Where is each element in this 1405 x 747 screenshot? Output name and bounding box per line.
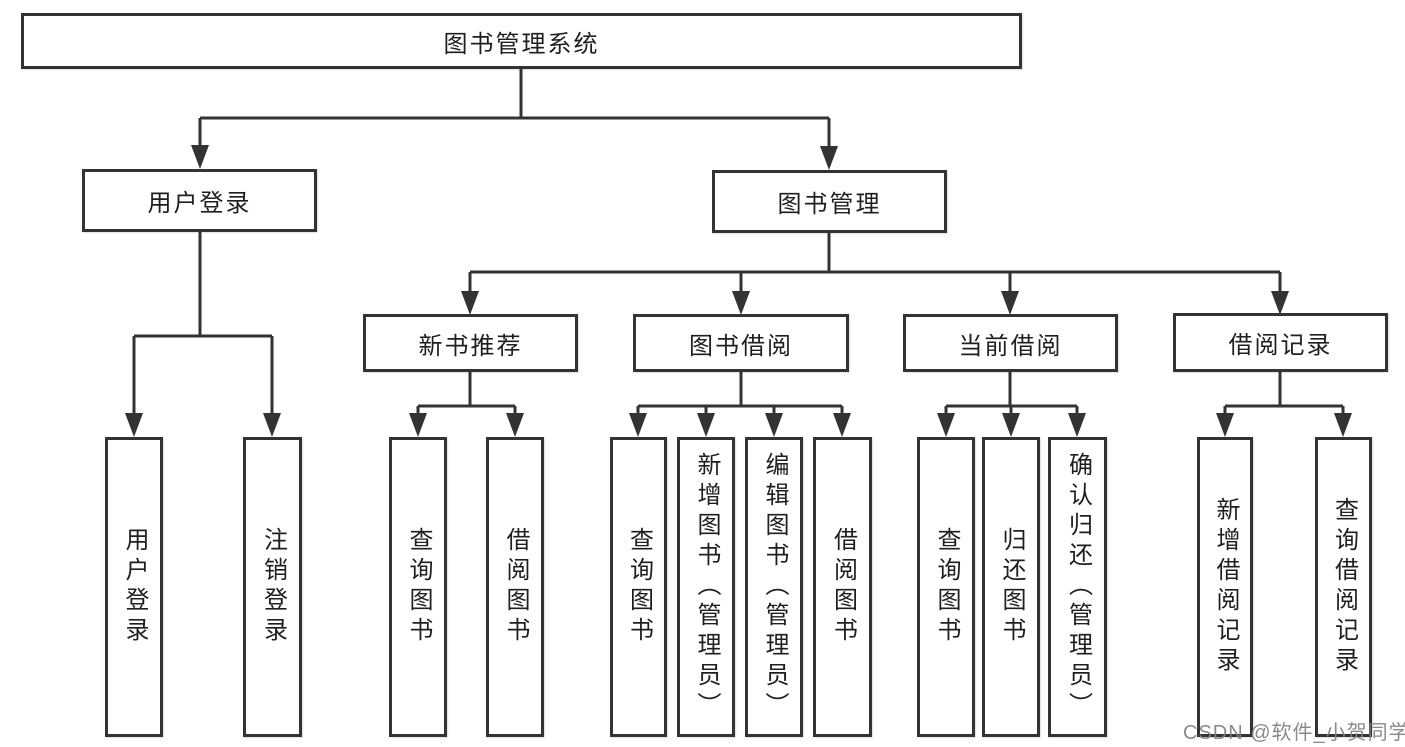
leaf-return-books: 归还图书: [982, 437, 1040, 737]
leaf-add-borrow-record-label: 新增借阅记录: [1212, 497, 1239, 677]
leaf-logout: 注销登录: [243, 437, 302, 737]
leaf-logout-label: 注销登录: [259, 527, 287, 647]
leaf-return-books-label: 归还图书: [998, 527, 1025, 647]
leaf-query-books-borrow-label: 查询图书: [625, 527, 653, 647]
connector-new-book-split: [416, 372, 517, 414]
leaf-query-books-borrow: 查询图书: [610, 437, 667, 737]
leaf-borrow-books-label: 借阅图书: [829, 527, 857, 647]
node-new-book-recommend: 新书推荐: [363, 314, 578, 372]
node-current-borrow: 当前借阅: [903, 314, 1118, 372]
leaf-user-login-label: 用户登录: [121, 527, 148, 647]
connector-borrow-records-split: [1223, 372, 1345, 414]
node-book-borrow: 图书借阅: [633, 314, 849, 372]
node-borrow-records-label: 借阅记录: [1228, 332, 1333, 359]
node-root-label: 图书管理系统: [443, 30, 600, 58]
connector-current-borrow-split: [944, 372, 1079, 414]
arrowheads: [125, 145, 1352, 437]
leaf-query-books-current: 查询图书: [917, 437, 975, 737]
node-root: 图书管理系统: [21, 13, 1022, 69]
node-book-management: 图书管理: [712, 170, 947, 233]
leaf-add-borrow-record: 新增借阅记录: [1197, 437, 1253, 737]
node-book-management-label: 图书管理: [777, 191, 882, 218]
leaf-confirm-return-admin: 确认归还（管理员）: [1048, 437, 1107, 737]
connector-book-mgmt-split: [468, 233, 1282, 292]
leaf-edit-books-admin: 编辑图书（管理员）: [745, 437, 803, 737]
node-user-login-label: 用户登录: [147, 190, 252, 217]
leaf-add-books-admin: 新增图书（管理员）: [677, 437, 735, 737]
leaf-edit-books-admin-label: 编辑图书（管理员）: [761, 452, 788, 722]
node-book-borrow-label: 图书借阅: [689, 332, 793, 360]
connector-book-borrow-split: [636, 372, 844, 414]
leaf-borrow-books-recommend-label: 借阅图书: [502, 527, 529, 647]
node-borrow-records: 借阅记录: [1173, 313, 1388, 372]
csdn-watermark: CSDN @软件_小贺同学: [1183, 722, 1405, 744]
leaf-query-borrow-record-label: 查询借阅记录: [1330, 497, 1358, 677]
leaf-borrow-books: 借阅图书: [813, 437, 872, 737]
leaf-add-books-admin-label: 新增图书（管理员）: [693, 452, 720, 722]
leaf-query-books-current-label: 查询图书: [933, 527, 960, 647]
node-new-book-recommend-label: 新书推荐: [418, 332, 523, 360]
leaf-borrow-books-recommend: 借阅图书: [486, 437, 544, 737]
leaf-user-login: 用户登录: [105, 437, 163, 737]
leaf-query-books-recommend-label: 查询图书: [405, 527, 432, 647]
leaf-confirm-return-admin-label: 确认归还（管理员）: [1064, 452, 1092, 722]
leaf-query-borrow-record: 查询借阅记录: [1315, 437, 1372, 737]
leaf-query-books-recommend: 查询图书: [389, 437, 447, 737]
connector-user-login-split: [132, 232, 274, 414]
node-current-borrow-label: 当前借阅: [958, 332, 1063, 360]
node-user-login: 用户登录: [82, 169, 317, 232]
connector-root-to-level2: [198, 69, 831, 147]
